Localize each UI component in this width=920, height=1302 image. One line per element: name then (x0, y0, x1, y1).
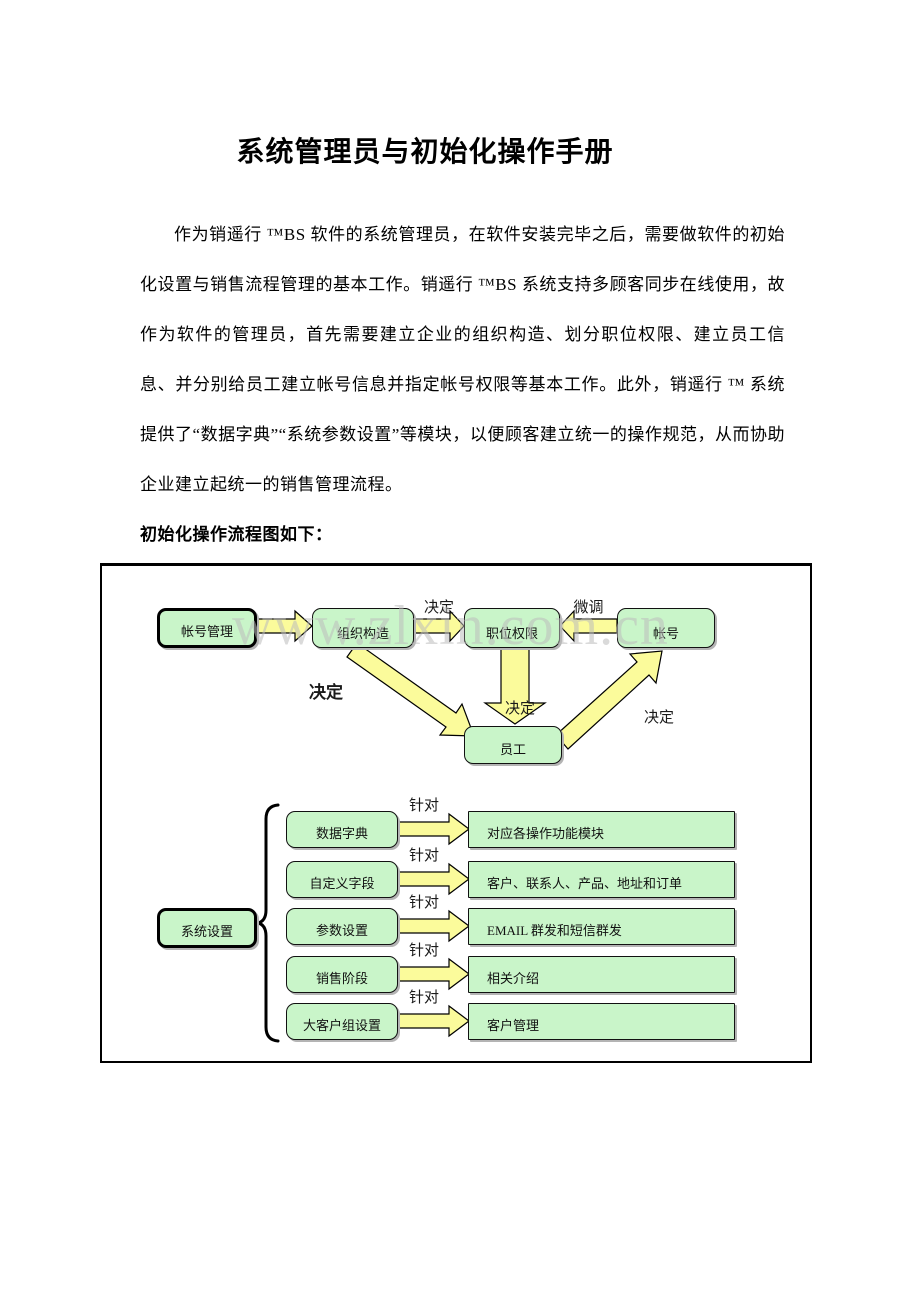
edge-label-decide-position-employee: 决定 (504, 701, 535, 717)
node-account-mgmt: 帐号管理 (157, 608, 257, 648)
settings-right-label-5: 客户管理 (487, 1018, 540, 1033)
settings-left-label-1: 数据字典 (315, 826, 368, 841)
settings-right-box-2: 客户、联系人、产品、地址和订单 (468, 861, 735, 898)
edge-label-target-4: 针对 (408, 943, 439, 959)
settings-right-label-4: 相关介绍 (487, 971, 540, 986)
arrow-row-target-4 (398, 957, 470, 991)
settings-left-label-5: 大客户组设置 (302, 1018, 381, 1033)
node-account: 帐号 (617, 608, 715, 648)
node-org-structure: 组织构造 (312, 608, 414, 648)
settings-left-label-4: 销售阶段 (315, 971, 368, 986)
settings-left-label-2: 自定义字段 (309, 876, 375, 891)
node-employee: 员工 (464, 726, 562, 764)
node-org-structure-label: 组织构造 (336, 626, 389, 641)
group-brace (257, 803, 280, 1043)
settings-right-box-1: 对应各操作功能模块 (468, 811, 735, 848)
node-account-mgmt-label: 帐号管理 (180, 624, 233, 639)
edge-label-decide-org-position: 决定 (423, 600, 454, 616)
edge-label-decide-employee-account: 决定 (643, 710, 674, 726)
settings-left-box-5: 大客户组设置 (286, 1003, 398, 1040)
edge-label-target-3: 针对 (408, 895, 439, 911)
node-system-settings-label: 系统设置 (180, 924, 233, 939)
settings-right-box-4: 相关介绍 (468, 956, 735, 993)
arrow-position-to-employee (483, 647, 547, 725)
settings-right-label-2: 客户、联系人、产品、地址和订单 (487, 876, 683, 891)
arrow-org-to-employee (346, 642, 475, 737)
node-employee-label: 员工 (499, 742, 526, 757)
settings-right-box-3: EMAIL 群发和短信群发 (468, 908, 735, 945)
edge-label-target-5: 针对 (408, 990, 439, 1006)
settings-left-box-2: 自定义字段 (286, 861, 398, 898)
arrow-employee-to-account (555, 650, 663, 750)
settings-left-box-4: 销售阶段 (286, 956, 398, 993)
arrow-row-target-3 (398, 909, 470, 943)
node-position-rights: 职位权限 (464, 608, 560, 648)
flowchart-frame: 帐号管理 组织构造 职位权限 帐号 员工 决定 微调 决定 决定 决定 系统设置… (100, 563, 812, 1063)
node-system-settings: 系统设置 (157, 908, 257, 948)
arrow-row-target-1 (398, 812, 470, 846)
settings-left-label-3: 参数设置 (315, 923, 368, 938)
page-title: 系统管理员与初始化操作手册 (236, 135, 614, 167)
settings-left-box-1: 数据字典 (286, 811, 398, 848)
edge-label-finetune-account-position: 微调 (573, 600, 604, 616)
node-position-rights-label: 职位权限 (485, 626, 538, 641)
intro-paragraph: 作为销遥行 ™BS 软件的系统管理员，在软件安装完毕之后，需要做软件的初始化设置… (140, 225, 785, 494)
flow-heading: 初始化操作流程图如下： (140, 525, 333, 544)
arrow-org-to-position (413, 609, 465, 643)
node-account-label: 帐号 (652, 626, 679, 641)
flowchart-arrows-layer (256, 609, 663, 1043)
edge-label-target-2: 针对 (408, 848, 439, 864)
settings-right-box-5: 客户管理 (468, 1003, 735, 1040)
arrow-account-mgmt-to-org (256, 609, 313, 643)
settings-right-label-1: 对应各操作功能模块 (487, 826, 605, 841)
settings-left-box-3: 参数设置 (286, 908, 398, 945)
arrow-row-target-5 (398, 1004, 470, 1038)
edge-label-target-1: 针对 (408, 798, 439, 814)
arrow-row-target-2 (398, 862, 470, 896)
watermark: www.zlxin.com.cn (232, 595, 669, 657)
edge-label-decide-org-employee: 决定 (309, 683, 343, 702)
arrow-account-to-position (559, 609, 618, 643)
settings-right-label-3: EMAIL 群发和短信群发 (487, 923, 622, 938)
